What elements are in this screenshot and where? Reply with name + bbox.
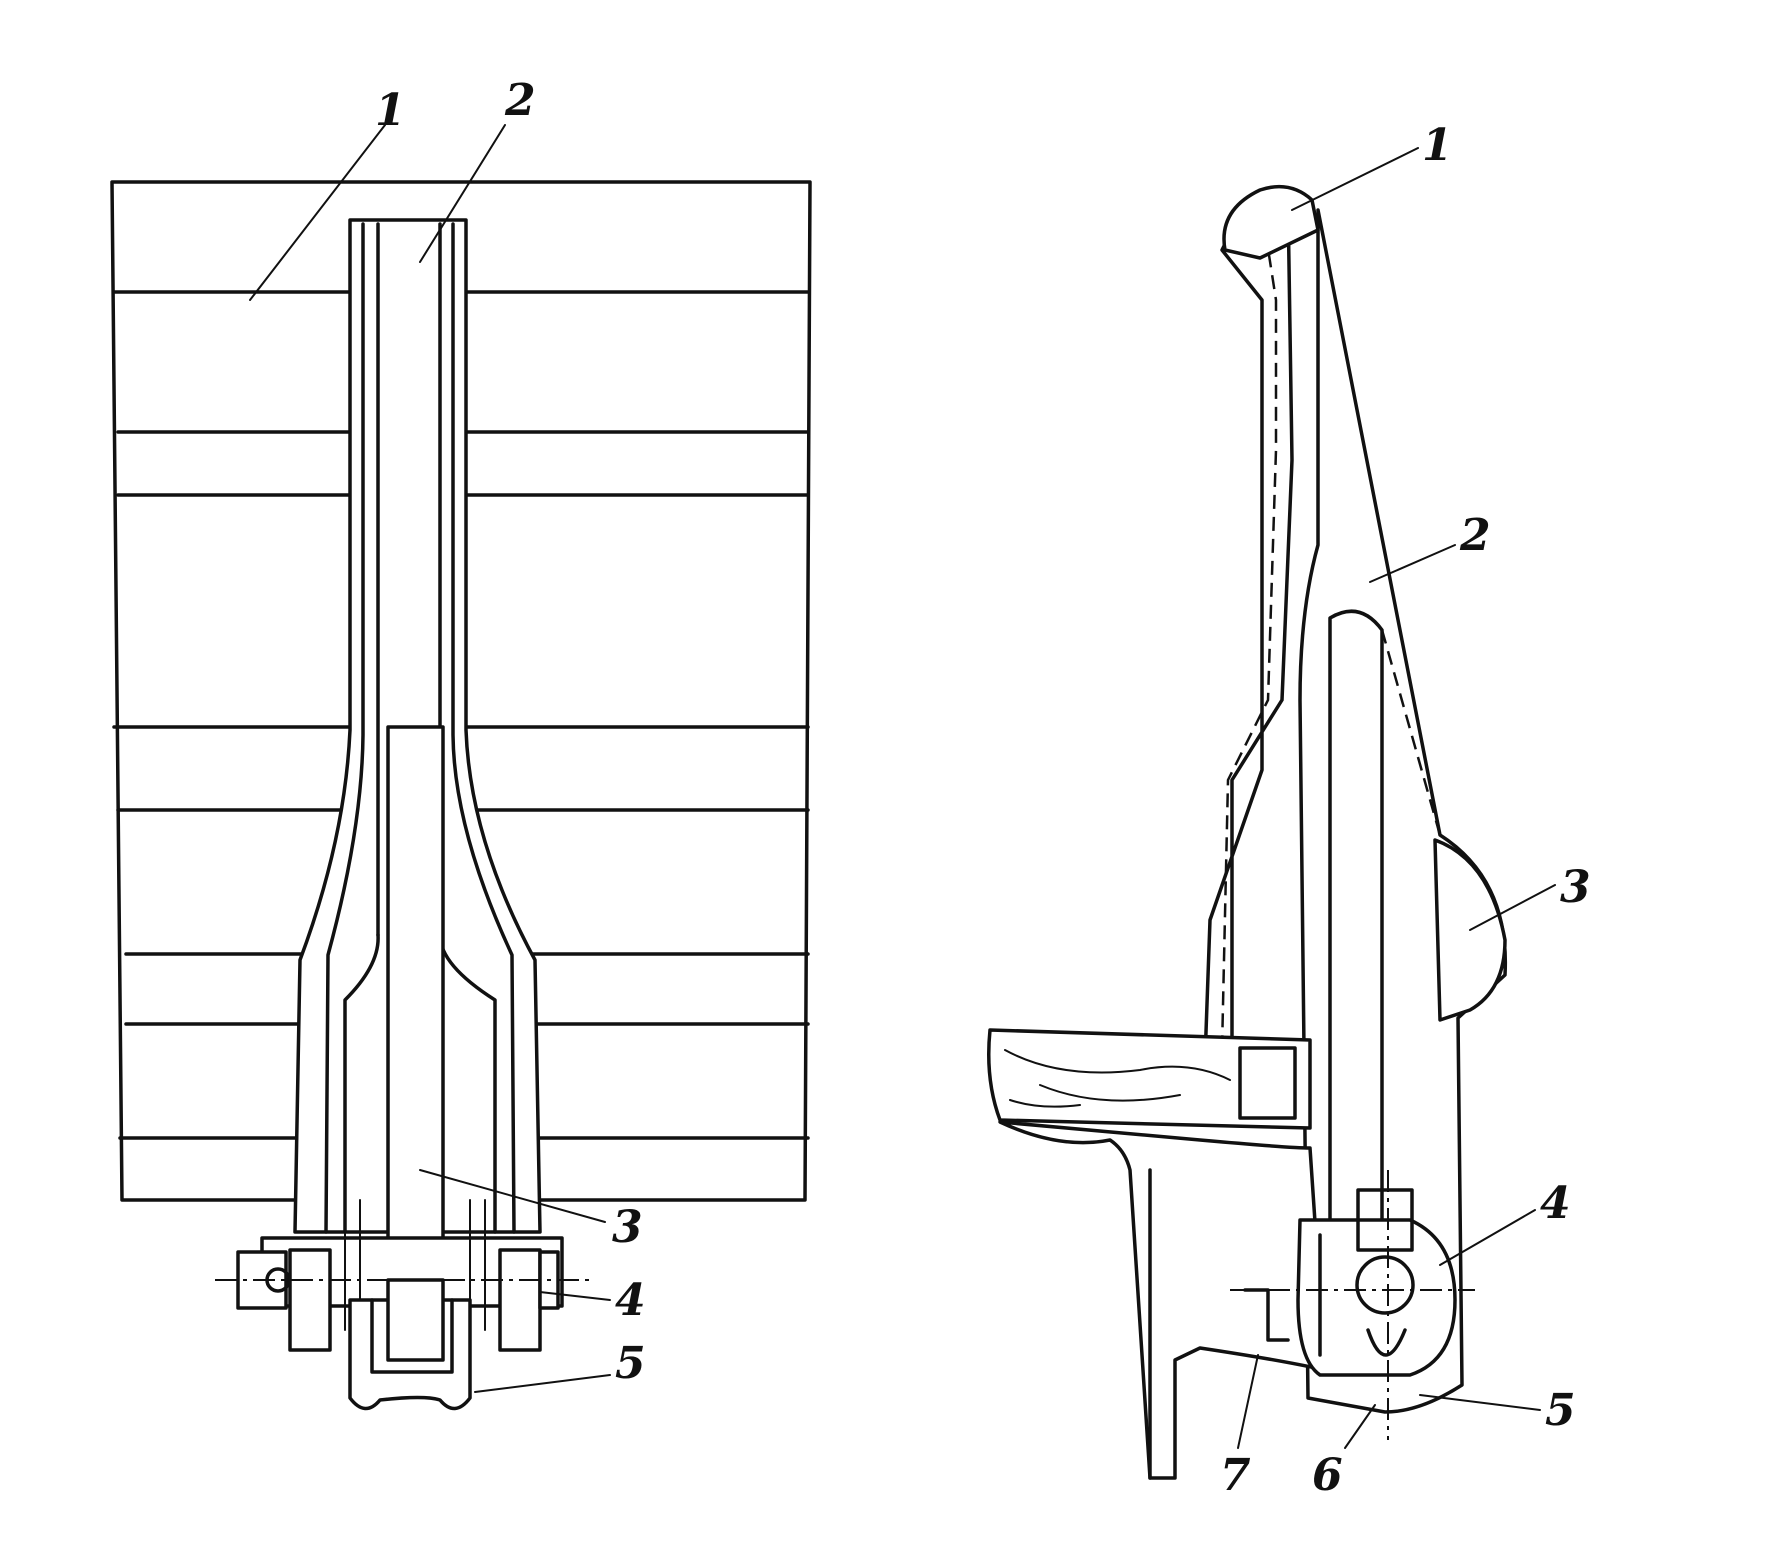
left-label-5: 5 bbox=[615, 1338, 646, 1389]
right-label-2: 2 bbox=[1459, 510, 1491, 561]
right-side-wall bbox=[1203, 191, 1294, 1082]
right-label-1: 1 bbox=[1422, 120, 1453, 171]
right-label-5: 5 bbox=[1545, 1385, 1576, 1436]
left-post bbox=[386, 725, 445, 1283]
right-label-3: 3 bbox=[1560, 862, 1591, 913]
right-deck bbox=[987, 1028, 1327, 1480]
right-label-6: 6 bbox=[1312, 1450, 1343, 1501]
left-label-4: 4 bbox=[615, 1275, 646, 1326]
right-top-cap bbox=[1222, 184, 1320, 260]
leader-lines bbox=[249, 124, 1556, 1449]
left-label-1: 1 bbox=[375, 85, 406, 136]
left-view bbox=[110, 180, 812, 1411]
right-label-7: 7 bbox=[1220, 1450, 1251, 1501]
right-label-4: 4 bbox=[1540, 1178, 1571, 1229]
right-bolt-assembly bbox=[1230, 1170, 1475, 1440]
right-view bbox=[987, 184, 1508, 1480]
left-label-2: 2 bbox=[504, 75, 536, 126]
left-label-3: 3 bbox=[612, 1202, 643, 1253]
callout-labels: 1 2 3 4 5 1 2 3 4 5 6 7 bbox=[375, 75, 1591, 1501]
